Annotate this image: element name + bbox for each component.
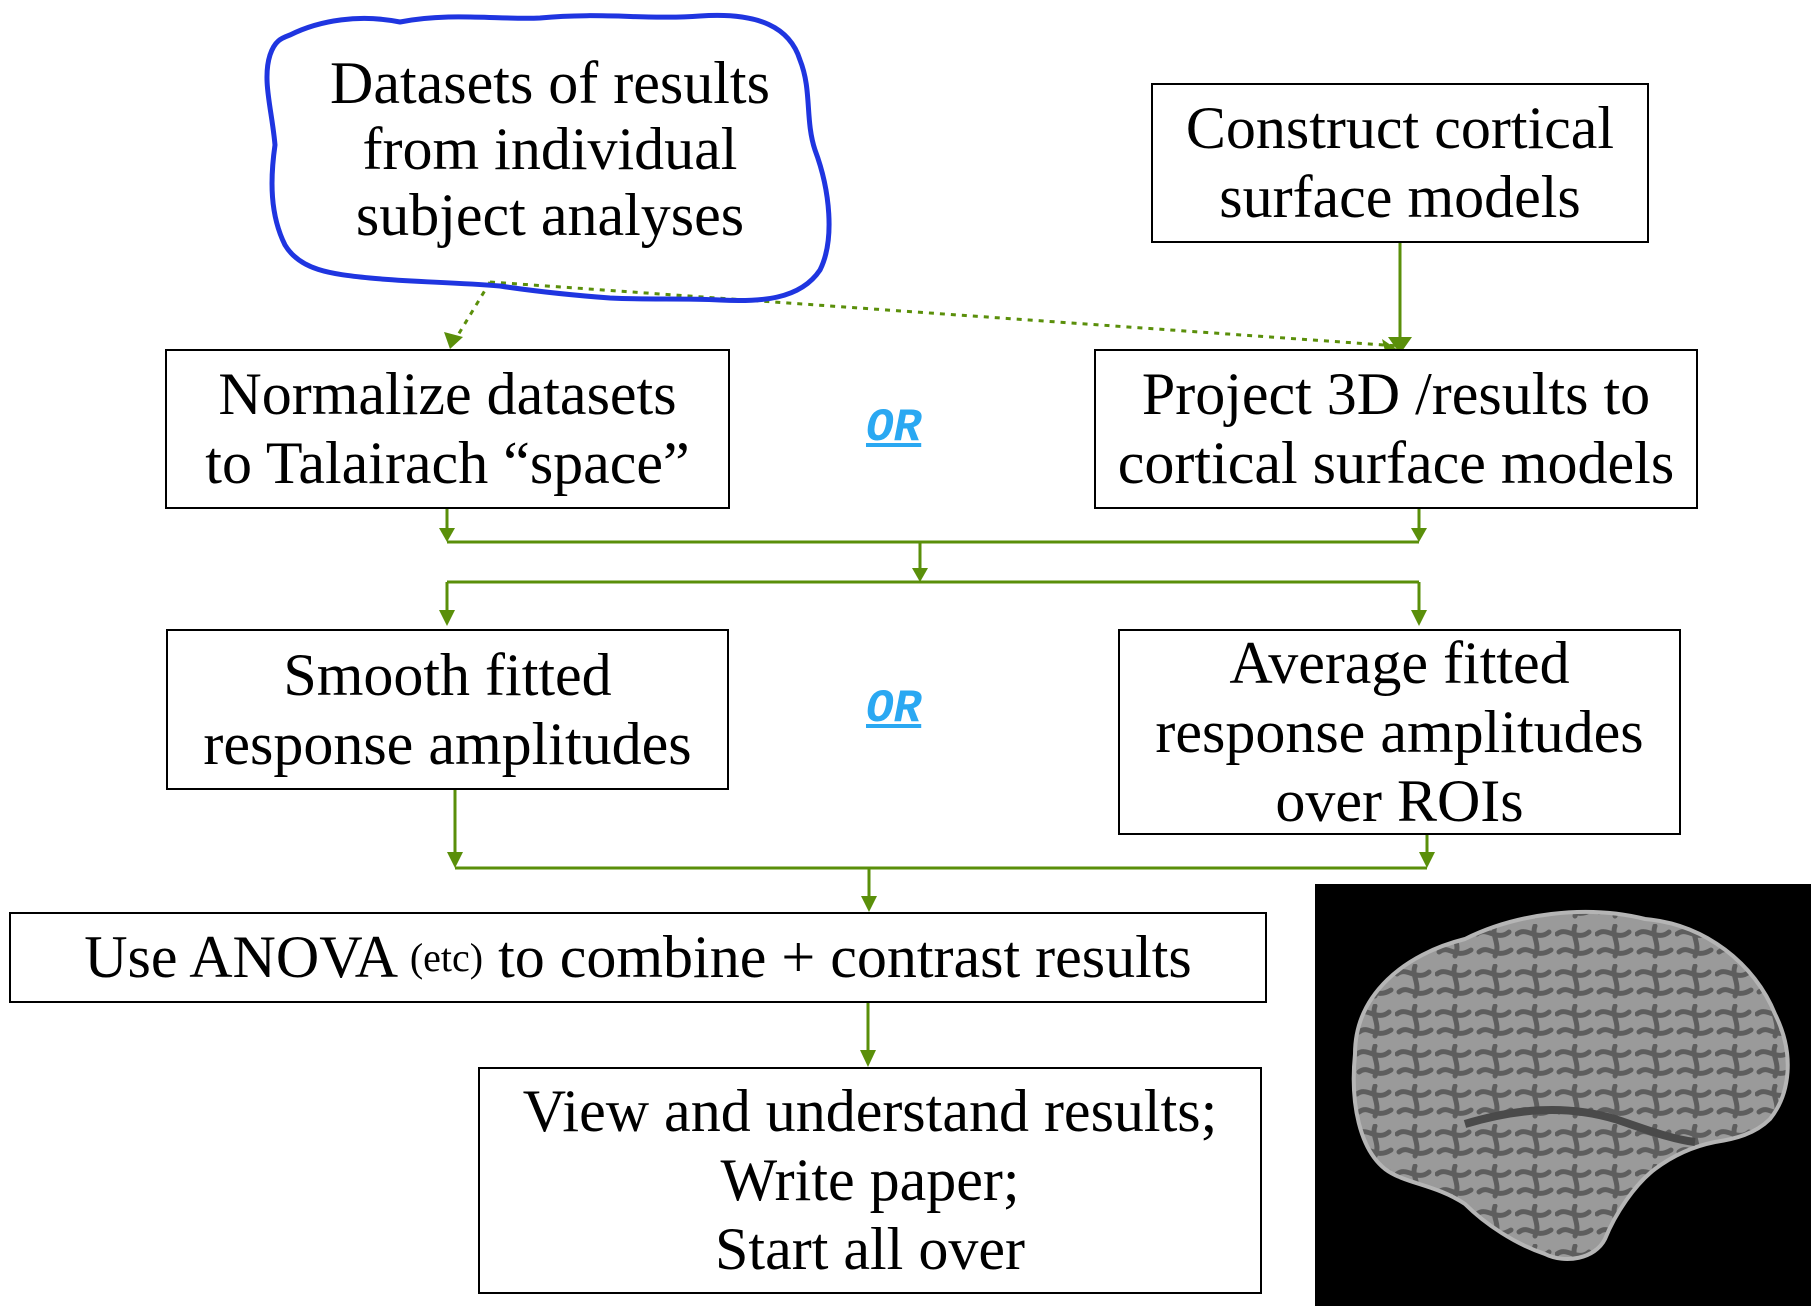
arrowhead-view <box>860 1050 876 1067</box>
normalize-line-1: Normalize datasets <box>218 361 677 427</box>
source-datasets-node: Datasets of results from individual subj… <box>260 50 840 248</box>
view-node: View and understand results; Write paper… <box>478 1067 1262 1294</box>
arrowhead-normalize-down <box>439 528 455 542</box>
normalize-line-2: to Talairach “space” <box>205 430 690 496</box>
construct-line-2: surface models <box>1219 164 1581 230</box>
arrowhead-merge-2 <box>861 896 877 912</box>
construct-line-1: Construct cortical <box>1185 95 1615 161</box>
construct-node: Construct cortical surface models <box>1151 83 1649 243</box>
normalize-node: Normalize datasets to Talairach “space” <box>165 349 730 509</box>
view-line-3: Start all over <box>715 1216 1025 1282</box>
arrowhead-merge-1 <box>912 568 928 582</box>
arrowhead-smooth-down <box>447 852 463 868</box>
view-line-2: Write paper; <box>720 1147 1020 1213</box>
cortical-surface-image <box>1315 884 1811 1306</box>
smooth-line-2: response amplitudes <box>203 710 692 777</box>
anova-suffix: to combine + contrast results <box>483 924 1192 990</box>
arrowhead-smooth <box>439 610 455 626</box>
smooth-node: Smooth fitted response amplitudes <box>166 629 729 790</box>
average-line-1: Average fitted <box>1229 629 1570 696</box>
or-label-2: OR <box>866 683 922 735</box>
project-line-1: Project 3D /results to <box>1141 361 1651 427</box>
anova-node: Use ANOVA (etc) to combine + contrast re… <box>9 912 1267 1003</box>
arrowhead-normalize <box>444 332 463 349</box>
average-line-3: over ROIs <box>1275 767 1524 834</box>
dotted-arrow-to-normalize <box>450 281 492 346</box>
or-label-1: OR <box>866 402 922 454</box>
smooth-line-1: Smooth fitted <box>283 641 612 708</box>
dotted-arrow-to-project <box>489 280 1399 348</box>
average-node: Average fitted response amplitudes over … <box>1118 629 1681 835</box>
view-line-1: View and understand results; <box>522 1078 1218 1144</box>
source-line-3: subject analyses <box>355 182 745 248</box>
average-line-2: response amplitudes <box>1155 698 1644 765</box>
hand-drawn-cloud-outline <box>264 12 832 304</box>
arrowhead-project-down <box>1411 528 1427 542</box>
project-line-2: cortical surface models <box>1117 430 1675 496</box>
brain-icon <box>1351 910 1790 1261</box>
anova-prefix: Use ANOVA <box>84 924 410 990</box>
anova-etc: (etc) <box>409 935 484 980</box>
source-line-1: Datasets of results <box>330 50 770 116</box>
arrowhead-average <box>1411 610 1427 626</box>
project-node: Project 3D /results to cortical surface … <box>1094 349 1698 509</box>
source-line-2: from individual <box>362 116 738 182</box>
arrowhead-average-down <box>1419 852 1435 868</box>
arrowhead-construct <box>1388 337 1412 354</box>
